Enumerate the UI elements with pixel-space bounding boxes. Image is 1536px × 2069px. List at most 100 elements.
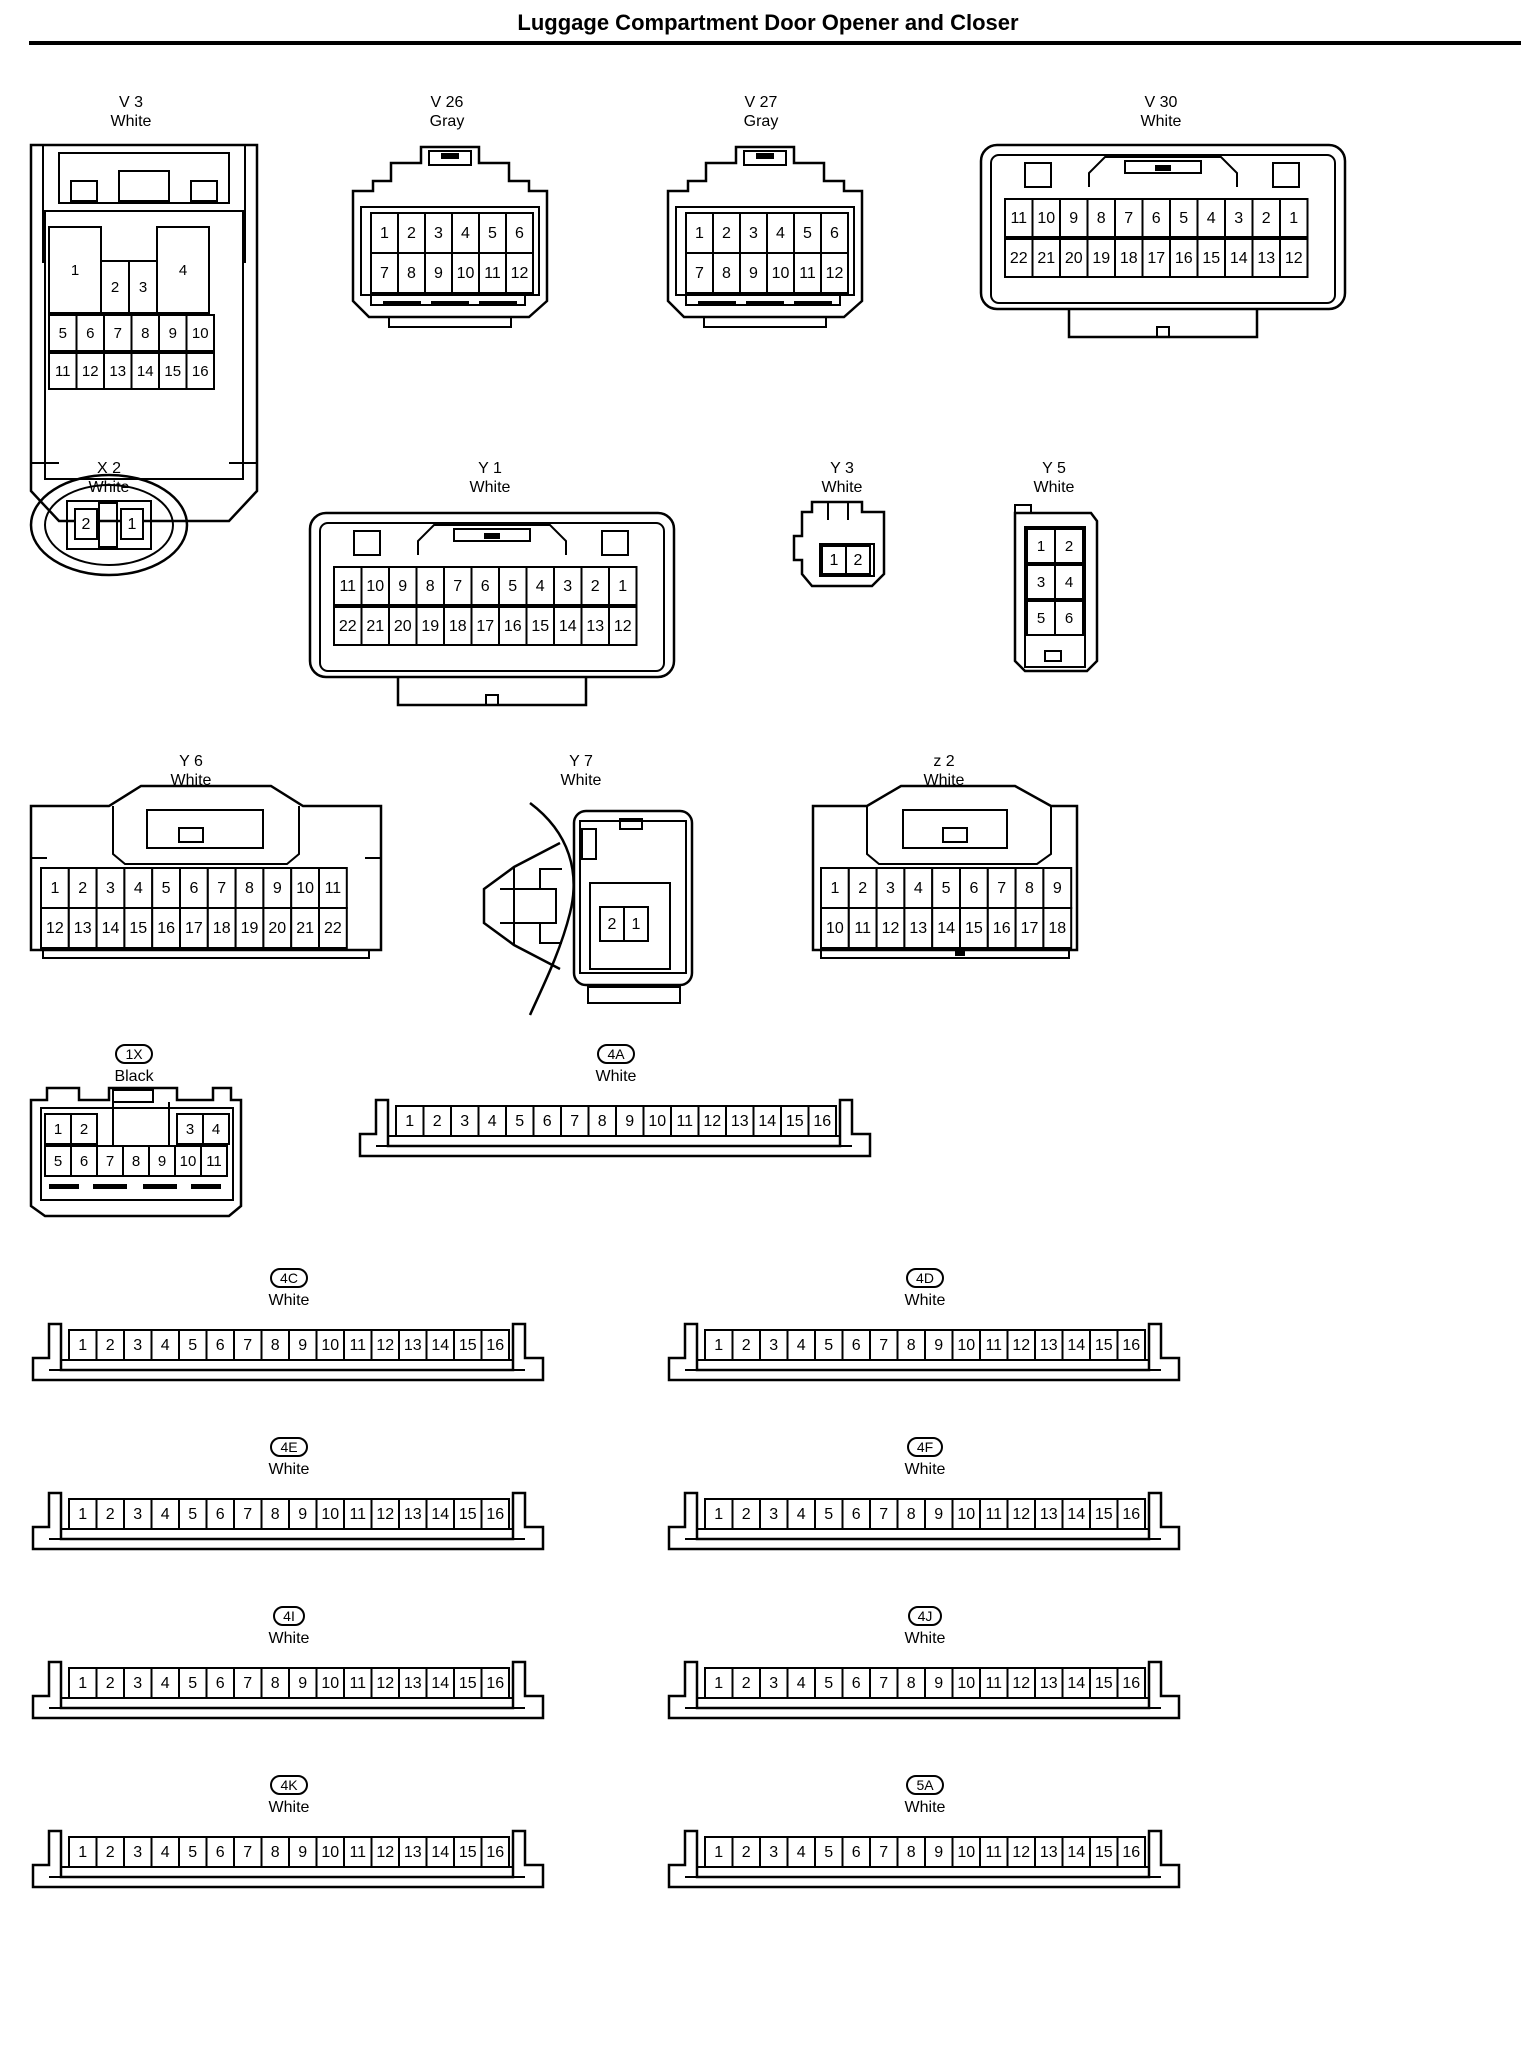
pin-cell bbox=[233, 1329, 263, 1361]
pin-number: 9 bbox=[273, 880, 282, 897]
pin-number: 9 bbox=[298, 1337, 307, 1354]
pin-number: 9 bbox=[398, 578, 407, 595]
pin-number: 1 bbox=[1037, 538, 1045, 555]
pin-number: 14 bbox=[431, 1675, 449, 1692]
pin-number: 4 bbox=[776, 225, 785, 242]
pin-number: 22 bbox=[339, 618, 357, 635]
pin-number: 3 bbox=[133, 1506, 142, 1523]
pin-number: 9 bbox=[934, 1337, 943, 1354]
pin-number: 11 bbox=[985, 1337, 1002, 1354]
connector-code: V 3 bbox=[118, 94, 143, 111]
pin-number: 11 bbox=[325, 880, 342, 897]
pin-cell bbox=[979, 1329, 1009, 1361]
pin-number: 13 bbox=[404, 1844, 422, 1861]
pin-number: 6 bbox=[481, 578, 490, 595]
pin-cell bbox=[505, 252, 534, 294]
pin-cell bbox=[68, 1836, 98, 1868]
connector-code: 1X bbox=[115, 1044, 153, 1064]
pin-cell bbox=[156, 226, 210, 314]
pin-number: 1 bbox=[695, 225, 704, 242]
pin-cell bbox=[553, 566, 583, 606]
pin-number: 1 bbox=[618, 578, 627, 595]
pin-number: 6 bbox=[1065, 610, 1073, 627]
pin-number: 11 bbox=[484, 265, 501, 282]
title-rule bbox=[29, 41, 1521, 45]
connector-color: Black bbox=[114, 1068, 154, 1085]
connector-color: White bbox=[560, 772, 602, 789]
pin-number: 16 bbox=[1122, 1844, 1140, 1861]
pin-number: 1 bbox=[78, 1506, 87, 1523]
pin-number: 16 bbox=[1122, 1675, 1140, 1692]
pin-number: 12 bbox=[376, 1506, 394, 1523]
pin-cell bbox=[343, 1667, 373, 1699]
pin-number: 21 bbox=[1037, 250, 1055, 267]
pin-number: 16 bbox=[1175, 250, 1193, 267]
pin-number: 7 bbox=[570, 1113, 579, 1130]
pin-cell bbox=[95, 1329, 125, 1361]
pin-number: 4 bbox=[212, 1121, 220, 1138]
pin-number: 3 bbox=[769, 1337, 778, 1354]
pin-number: 8 bbox=[407, 265, 416, 282]
pin-cell bbox=[731, 1667, 761, 1699]
pin-number: 5 bbox=[803, 225, 812, 242]
connector-color: White bbox=[268, 1461, 310, 1478]
pin-number: 10 bbox=[321, 1337, 339, 1354]
pin-cell bbox=[1169, 198, 1199, 238]
pin-number: 2 bbox=[742, 1337, 751, 1354]
pin-cell bbox=[398, 1498, 428, 1530]
pin-number: 11 bbox=[799, 265, 816, 282]
pin-cell bbox=[205, 1498, 235, 1530]
pin-number: 1 bbox=[78, 1337, 87, 1354]
pin-number: 10 bbox=[296, 880, 314, 897]
pin-cell bbox=[128, 260, 158, 314]
pin-cell bbox=[343, 1329, 373, 1361]
pin-number: 4 bbox=[797, 1506, 806, 1523]
connector-code: Y 7 bbox=[569, 753, 593, 770]
pin-number: 5 bbox=[188, 1675, 197, 1692]
pin-cell bbox=[498, 566, 528, 606]
pin-cell bbox=[1054, 528, 1084, 564]
pin-number: 14 bbox=[758, 1113, 776, 1130]
pin-cell bbox=[1061, 1667, 1091, 1699]
pin-number: 8 bbox=[907, 1506, 916, 1523]
pin-number: 1 bbox=[714, 1844, 723, 1861]
pin-cell bbox=[951, 1667, 981, 1699]
pin-cell bbox=[315, 1498, 345, 1530]
pin-number: 6 bbox=[80, 1153, 88, 1170]
pin-cell bbox=[290, 907, 321, 949]
pin-number: 9 bbox=[298, 1675, 307, 1692]
pin-cell bbox=[1042, 907, 1073, 949]
pin-cell bbox=[44, 1145, 72, 1177]
pin-number: 2 bbox=[82, 516, 91, 533]
pin-number: 13 bbox=[909, 920, 927, 937]
pin-cell bbox=[67, 907, 98, 949]
pin-number: 5 bbox=[188, 1337, 197, 1354]
pin-number: 2 bbox=[854, 552, 863, 569]
pin-cell bbox=[424, 252, 453, 294]
pin-number: 4 bbox=[797, 1337, 806, 1354]
pin-number: 18 bbox=[1048, 920, 1066, 937]
pin-cell bbox=[397, 212, 426, 254]
pin-cell bbox=[1116, 1498, 1146, 1530]
connector-color: White bbox=[268, 1799, 310, 1816]
pin-cell bbox=[130, 314, 160, 352]
pin-cell bbox=[480, 1667, 510, 1699]
pin-number: 16 bbox=[1122, 1506, 1140, 1523]
pin-number: 2 bbox=[608, 916, 617, 933]
pin-number: 8 bbox=[141, 325, 149, 342]
pin-number: 5 bbox=[1179, 210, 1188, 227]
pin-cell bbox=[931, 867, 961, 909]
